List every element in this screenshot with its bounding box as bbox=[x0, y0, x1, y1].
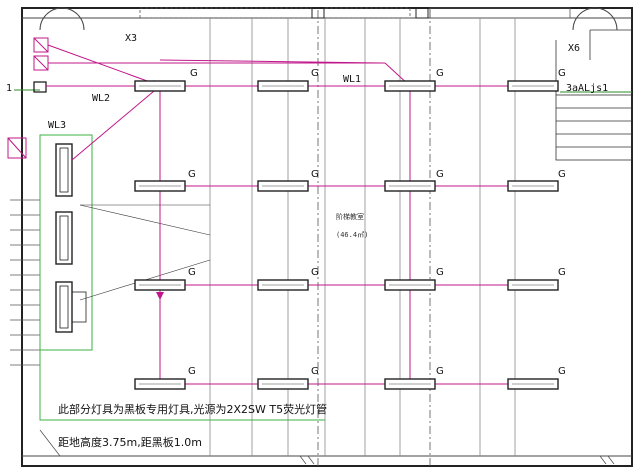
door-top-left bbox=[39, 7, 85, 31]
label-wl3: WL3 bbox=[48, 120, 67, 131]
note-line-2: 距地高度3.75m,距黑板1.0m bbox=[58, 436, 202, 449]
luminaire-symbol: G bbox=[558, 169, 566, 180]
top-window-strip-right bbox=[429, 7, 571, 19]
luminaire-symbol: G bbox=[311, 68, 319, 79]
bottom-door-marks bbox=[39, 429, 615, 465]
zone-boundary bbox=[39, 135, 325, 421]
luminaire-symbol: G bbox=[436, 68, 444, 79]
column-axes bbox=[317, 10, 431, 466]
circuit-wiring bbox=[46, 44, 532, 385]
luminaire-symbol: G bbox=[558, 68, 566, 79]
luminaire-symbol: G bbox=[436, 267, 444, 278]
label-wl2: WL2 bbox=[92, 93, 111, 104]
note-line-1: 此部分灯具为黑板专用灯具,光源为2X2SW T5荧光灯管 bbox=[58, 403, 328, 416]
luminaire-inner bbox=[139, 85, 554, 385]
luminaire-symbol: G bbox=[436, 366, 444, 377]
top-window-strip bbox=[139, 7, 411, 19]
panel-box bbox=[33, 81, 47, 93]
luminaire-symbol: G bbox=[190, 68, 198, 79]
luminaire-symbol: G bbox=[311, 366, 319, 377]
column-right bbox=[415, 7, 429, 19]
luminaire-symbol: G bbox=[558, 267, 566, 278]
column-left bbox=[311, 7, 325, 19]
label-panel: 3aALjs1 bbox=[566, 83, 609, 94]
luminaire-symbol: G bbox=[188, 169, 196, 180]
luminaire-symbol: G bbox=[436, 169, 444, 180]
luminaire-symbol: G bbox=[188, 366, 196, 377]
outer-wall bbox=[21, 7, 633, 467]
axis-label: 1 bbox=[6, 83, 13, 94]
blackboard-zone bbox=[39, 134, 93, 351]
label-x6: X6 bbox=[568, 43, 581, 54]
distribution-boxes bbox=[7, 37, 49, 159]
room-area: (46.4㎡) bbox=[336, 231, 369, 239]
left-steps bbox=[10, 199, 40, 366]
luminaire-symbol: G bbox=[188, 267, 196, 278]
luminaire-symbol: G bbox=[311, 267, 319, 278]
luminaire-symbol: G bbox=[311, 169, 319, 180]
luminaire-symbol: G bbox=[558, 366, 566, 377]
wire-arrow-down bbox=[156, 292, 164, 300]
label-x3: X3 bbox=[125, 33, 138, 44]
right-stair bbox=[555, 29, 633, 161]
label-wl1: WL1 bbox=[343, 74, 362, 85]
room-name: 阶梯教室 bbox=[336, 213, 364, 221]
door-top-right bbox=[572, 7, 618, 31]
blackboard-fixtures bbox=[55, 143, 87, 333]
